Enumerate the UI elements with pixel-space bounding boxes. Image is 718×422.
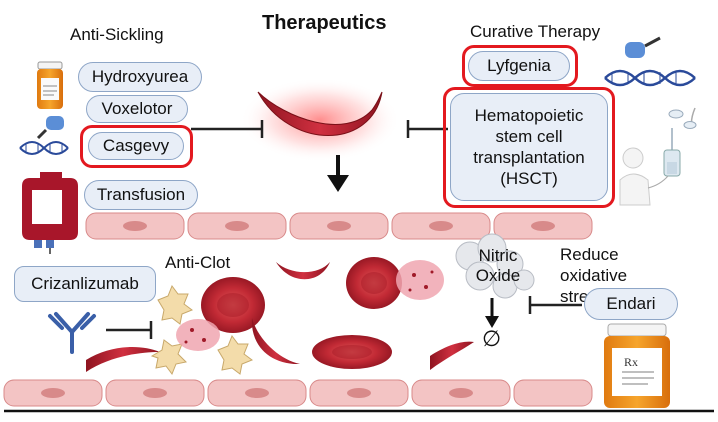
red-blood-cells — [201, 257, 402, 369]
transfusion-pill: Transfusion — [84, 180, 198, 210]
casgevy-pill: Casgevy — [88, 132, 184, 160]
pill-bottle-icon — [37, 61, 63, 109]
vessel-wall-top — [85, 212, 593, 240]
central-sickle-cell — [240, 78, 400, 162]
platelet-clot — [150, 260, 444, 376]
inhibit-line-anti-sickling — [191, 120, 264, 138]
patient-iv-icon — [619, 107, 697, 206]
endari-bottle-icon: Rx — [604, 323, 670, 408]
casgevy-highlight — [80, 125, 193, 168]
inhibit-line-antibody — [106, 321, 153, 339]
dna-gene-therapy-icon — [604, 36, 696, 87]
hydroxyurea-pill: Hydroxyurea — [78, 62, 202, 92]
down-arrow-icon — [327, 155, 349, 192]
no-down-arrow-icon — [485, 298, 499, 328]
section-anti-clot: Anti-Clot — [165, 253, 231, 272]
vessel-wall-bottom — [3, 379, 593, 407]
crizanlizumab-pill: Crizanlizumab — [14, 266, 156, 302]
lyfgenia-highlight — [462, 45, 578, 87]
antibody-icon — [48, 312, 96, 354]
inhibit-line-endari — [528, 296, 582, 314]
endari-pill: Endari — [584, 288, 678, 320]
nitric-oxide-label: Nitric Oxide — [475, 246, 521, 285]
blood-bag-icon — [22, 172, 78, 254]
sickle-cells — [86, 262, 474, 372]
section-curative-therapy: Curative Therapy — [470, 22, 601, 41]
dna-editing-icon — [19, 116, 69, 155]
hsct-box: Hematopoietic stem cell transplantation … — [450, 93, 608, 201]
rx-label: Rx — [624, 355, 638, 369]
lyfgenia-pill: Lyfgenia — [468, 51, 570, 81]
null-symbol: ∅ — [482, 326, 502, 351]
section-anti-sickling: Anti-Sickling — [70, 25, 164, 44]
nitric-oxide-cloud — [455, 233, 535, 299]
hsct-highlight — [443, 87, 615, 208]
inhibit-line-curative — [406, 120, 448, 138]
page-title: Therapeutics — [262, 12, 387, 34]
voxelotor-pill: Voxelotor — [86, 95, 188, 123]
